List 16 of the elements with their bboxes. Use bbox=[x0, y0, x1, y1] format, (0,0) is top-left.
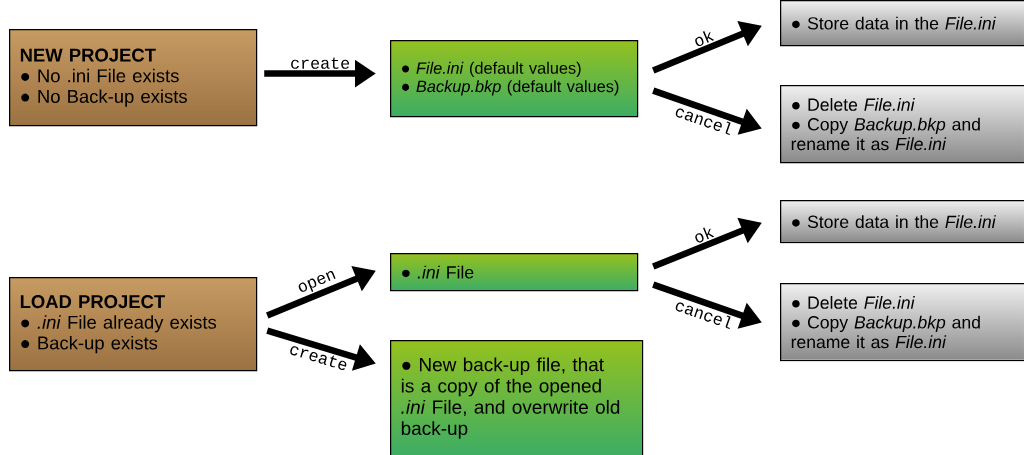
action-box: ● Store data in the File.ini bbox=[780, 0, 1024, 47]
edge-label: open bbox=[298, 270, 336, 292]
action-box: ● Delete File.ini ● Copy Backup.bkp and rename it as File.ini bbox=[780, 85, 1024, 164]
edge-label: cancel bbox=[675, 108, 731, 136]
edge-label: cancel bbox=[675, 302, 731, 330]
result-box: ● New back-up file, that is a copy of the opened .ini File, and overwrite old back-up bbox=[390, 340, 644, 455]
edge-label: create bbox=[290, 346, 347, 370]
edge-label: create bbox=[291, 57, 350, 69]
project-box: NEW PROJECT ● No .ini File exists ● No Back-up exists bbox=[9, 29, 258, 127]
project-box: LOAD PROJECT ● .ini File already exists ● Back-up exists bbox=[9, 277, 258, 372]
edge-label: ok bbox=[695, 227, 715, 243]
action-box: ● Store data in the File.ini bbox=[780, 200, 1024, 244]
action-box: ● Delete File.ini ● Copy Backup.bkp and rename it as File.ini bbox=[780, 283, 1024, 362]
result-box: ● .ini File bbox=[390, 253, 639, 292]
edge-label: ok bbox=[695, 31, 715, 47]
result-box: ● File.ini (default values) ● Backup.bkp (default values) bbox=[390, 40, 639, 118]
